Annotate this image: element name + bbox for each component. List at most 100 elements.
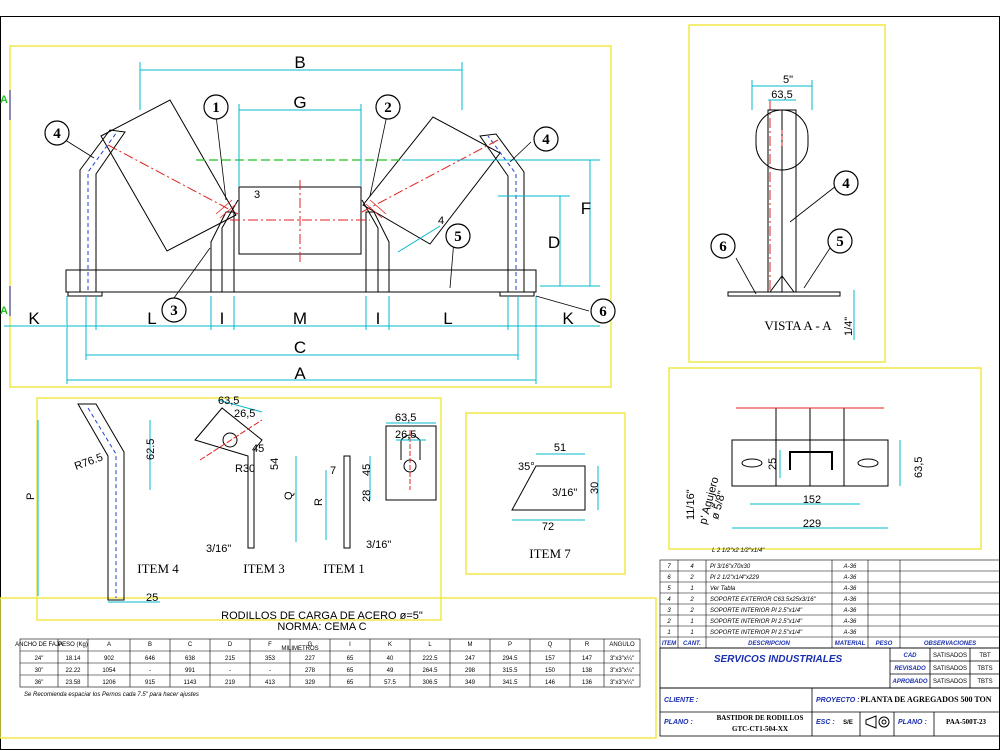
- load-table-cell: 298: [465, 668, 476, 674]
- plate-view: 25 63,5 152 229 11/16" p' Agujero ø 5/8"…: [685, 407, 925, 554]
- plate-w1: 152: [803, 494, 821, 506]
- balloon-2: 2: [384, 100, 392, 116]
- item3-view: 63,5 26,5 R30 45 54 Q 3/16" ITEM 3: [194, 395, 297, 576]
- bom-header: CANT.: [683, 641, 701, 647]
- dim-I-left: I: [220, 309, 225, 328]
- dim-A: A: [294, 364, 306, 383]
- load-table-cell: 219: [225, 680, 236, 686]
- item3-a: 45: [252, 443, 264, 455]
- load-table-cell: 157: [545, 656, 556, 662]
- load-table-header: D: [228, 642, 233, 648]
- plate-note1: 11/16": [685, 489, 697, 520]
- load-table-cell: 150: [545, 668, 556, 674]
- load-table-header: B: [148, 642, 152, 648]
- plate-h2: 63,5: [913, 457, 925, 478]
- load-table-cell: 227: [305, 656, 316, 662]
- load-table-header: C: [188, 642, 193, 648]
- balloon-1: 1: [212, 100, 220, 116]
- vista-balloon-6: 6: [719, 239, 727, 255]
- load-table-cell: 36": [35, 680, 44, 686]
- bom-item: 2: [666, 619, 671, 625]
- esc-value: S/E: [843, 720, 853, 726]
- load-table-cell: 349: [465, 680, 476, 686]
- bom-qty: 2: [689, 575, 694, 581]
- load-table-cell: 136: [582, 680, 593, 686]
- proyecto-value: PLANTA DE AGREGADOS 500 TON: [860, 695, 991, 704]
- dim-K-left: K: [28, 309, 40, 328]
- bom-header: OBSERVACIONES: [924, 641, 976, 647]
- base-channel: [65, 269, 537, 293]
- item1-t: 3/16": [366, 539, 391, 551]
- load-table-cell: 1143: [184, 680, 198, 686]
- load-table-cell: 3"x3"x¼": [610, 668, 634, 674]
- title-block: SERVICOS INDUSTRIALES CAD REVISADO APROB…: [659, 647, 1000, 737]
- vista-aa: 5" 63,5 VISTA A - A 1/4" 4 6 5: [710, 74, 859, 340]
- item7-frac: 3/16": [552, 487, 577, 499]
- load-table: RODILLOS DE CARGA DE ACERO ø=5" NORMA: C…: [15, 610, 641, 698]
- load-table-header: F: [268, 642, 272, 648]
- load-table-cell: 3"x3"x¼": [610, 680, 634, 686]
- main-view: B G F D C A K K L L I I M 3 4 A A: [0, 53, 771, 384]
- bom-item: 6: [667, 575, 671, 581]
- left-roll: [100, 99, 237, 252]
- bom-qty: 1: [690, 619, 693, 625]
- bom-desc: Ver Tabla: [710, 586, 736, 592]
- main-balloons: [44, 94, 616, 324]
- item3-h: 54: [269, 458, 281, 470]
- load-table-cell: 49: [387, 668, 394, 674]
- item4-h: 62.5: [145, 439, 157, 460]
- rev-date: TBTS: [977, 666, 992, 672]
- item3-t: 3/16": [206, 543, 231, 555]
- esc-label: ESC :: [816, 719, 835, 726]
- bom-header: ITEM: [662, 641, 677, 647]
- load-table-cell: 3"x3"x¼": [610, 656, 634, 662]
- dim-L-right: L: [443, 309, 452, 328]
- bom-item: 4: [667, 597, 671, 603]
- bom-desc: SOPORTE INTERIOR Pl 2.5"x1/4": [710, 630, 803, 636]
- load-table-header: L: [428, 642, 432, 648]
- revisado-label: REVISADO: [894, 666, 926, 672]
- load-table-cell: -: [269, 668, 271, 674]
- left-inner-supports: [210, 211, 235, 292]
- item3-label: ITEM 3: [243, 561, 285, 576]
- load-table-cell: 57.5: [384, 680, 396, 686]
- load-table-note: Se Recomienda espaciar los Pernos cada 7…: [24, 692, 199, 698]
- item1-view: 63,5 26,5 7 45 28 R 3/16" ITEM 1: [313, 412, 437, 576]
- bom-header: DESCRIPCION: [748, 641, 790, 647]
- bom-desc: Pl 2 1/2"x1/4"x229: [710, 575, 760, 581]
- load-table-header: G: [308, 642, 313, 648]
- load-table-cell: -: [149, 668, 151, 674]
- bom-item: 5: [667, 586, 671, 592]
- load-table-cell: 915: [145, 680, 156, 686]
- item1-h2: 28: [361, 490, 373, 502]
- load-table-cell: 65: [347, 680, 354, 686]
- load-table-cell: 215: [225, 656, 236, 662]
- load-table-header: ANGULO: [609, 642, 635, 648]
- balloon-5: 5: [454, 229, 462, 245]
- item1-w2: 26,5: [395, 429, 416, 441]
- cliente-label: CLIENTE :: [664, 697, 698, 704]
- load-table-header: P: [508, 642, 512, 648]
- item4-label: ITEM 4: [137, 561, 179, 576]
- bom-desc: SOPORTE EXTERIOR C63.5x25x3/16": [710, 597, 817, 603]
- balloon-4b: 4: [542, 132, 550, 148]
- load-table-cell: 353: [265, 656, 276, 662]
- right-inner-supports: [365, 211, 390, 292]
- load-table-cell: 30": [35, 668, 44, 674]
- balloon-3: 3: [170, 303, 178, 319]
- item4-view: R76.5 62.5 P 25 ITEM 4: [25, 403, 179, 604]
- vista-d3: 1/4": [843, 317, 855, 336]
- cad-date: TBT: [979, 653, 991, 659]
- vista-title: VISTA A - A: [764, 318, 832, 333]
- view-frames: [0, 24, 982, 739]
- bom-material: A-36: [843, 630, 857, 636]
- item1-r: R: [313, 498, 325, 506]
- load-table-cell: 24": [35, 656, 44, 662]
- left-outer-support: [79, 129, 126, 292]
- bom-desc: Pl 3/16"x70x30: [710, 564, 751, 570]
- dim-D: D: [548, 233, 560, 252]
- dim-3: 3: [254, 189, 260, 201]
- load-table-cell: 646: [145, 656, 156, 662]
